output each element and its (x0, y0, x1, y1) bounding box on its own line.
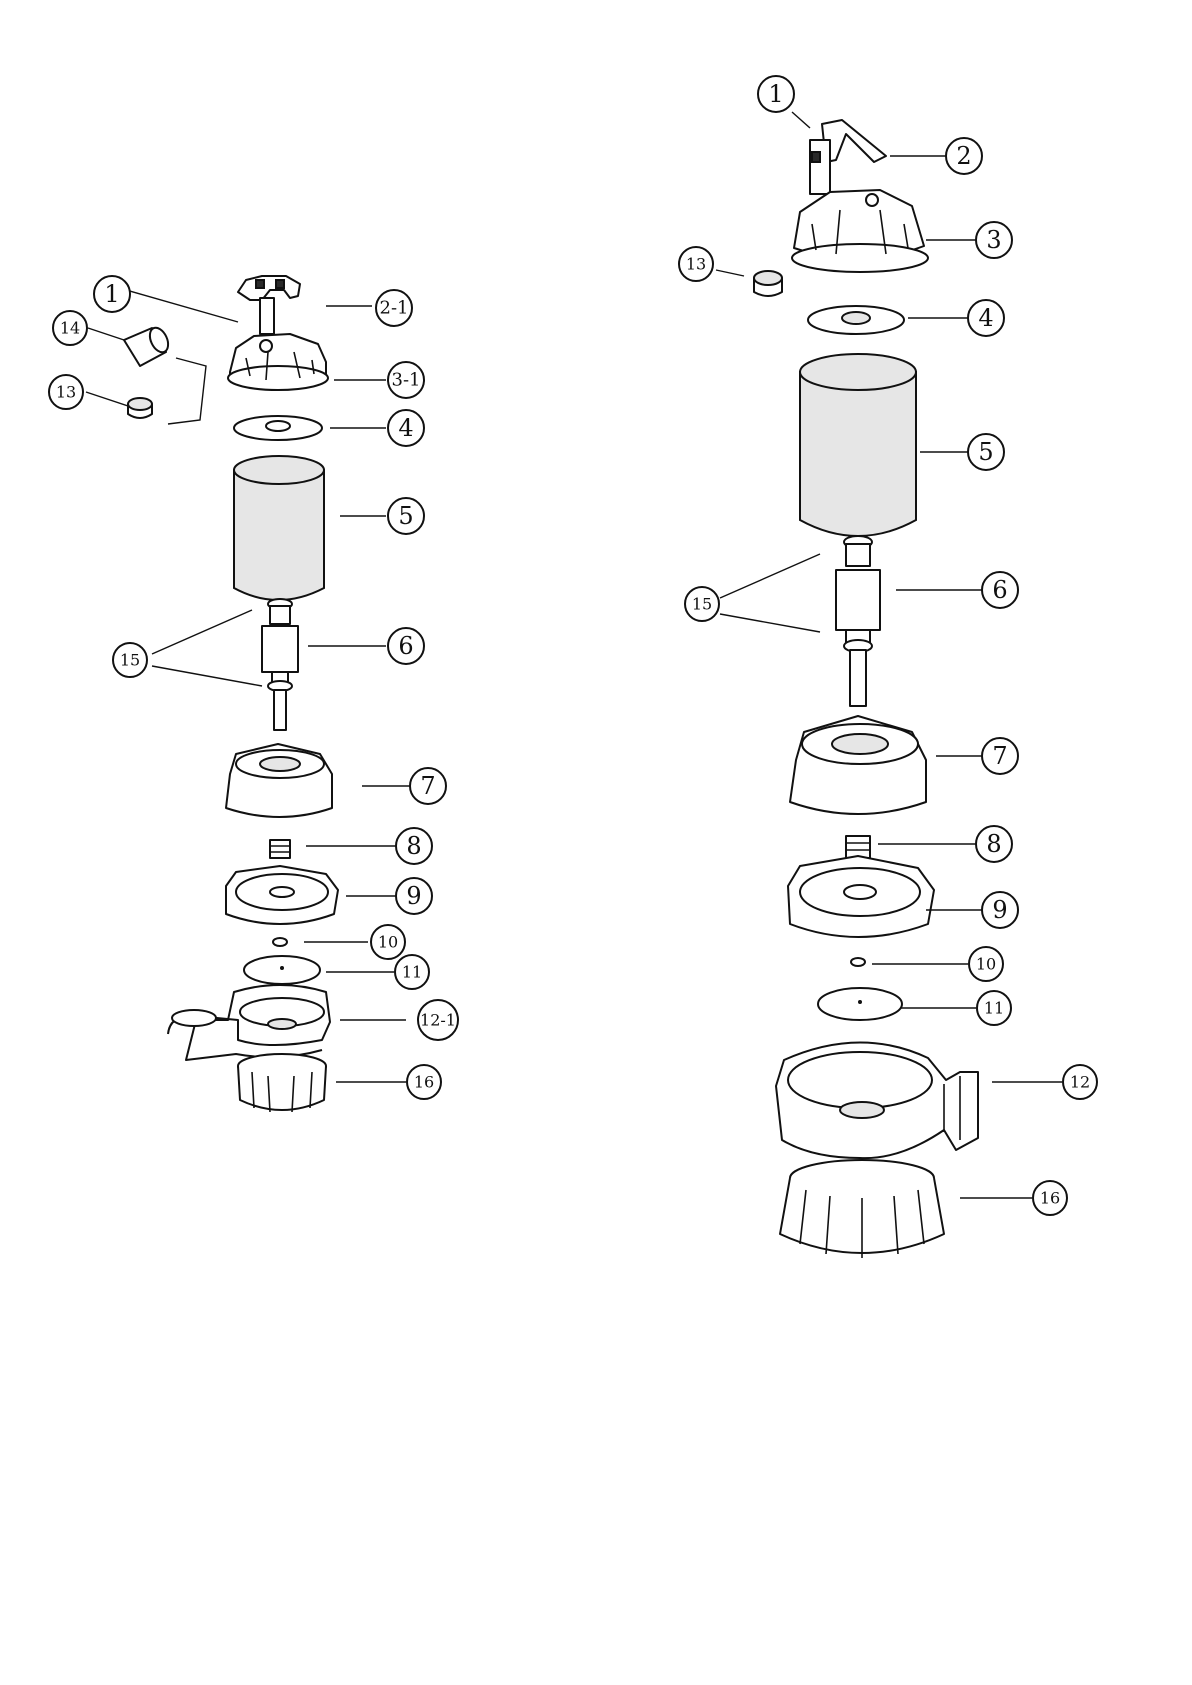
callout-label: 10 (976, 955, 996, 974)
right-part-handle (810, 120, 886, 194)
left-part-plug (128, 398, 152, 418)
right-part-strainer (780, 1160, 944, 1258)
left-part-motor-flange (226, 744, 332, 817)
left-callout-9: 9 (396, 878, 432, 914)
right-callout-5: 5 (968, 434, 1004, 470)
right-part-seal-plate (788, 856, 934, 937)
callout-label: 1 (768, 80, 783, 108)
right-callout-3: 3 (976, 222, 1012, 258)
callout-label: 13 (56, 383, 76, 402)
left-callout-15: 15 (113, 643, 147, 677)
left-assembly (124, 276, 338, 1112)
leader-lines (86, 112, 1062, 1198)
left-callout-6: 6 (388, 628, 424, 664)
left-callout-11: 11 (395, 955, 429, 989)
right-part-rotor (836, 536, 880, 706)
left-part-seal (270, 840, 290, 858)
callout-label: 4 (398, 414, 413, 442)
right-callout-7: 7 (982, 738, 1018, 774)
left-callout-5: 5 (388, 498, 424, 534)
callout-label: 7 (992, 742, 1007, 770)
left-callout-10: 10 (371, 925, 405, 959)
callout-label: 15 (692, 595, 712, 614)
right-part-bearing-plate (808, 306, 904, 334)
callout-label: 16 (414, 1073, 434, 1092)
left-part-seal-plate (226, 866, 338, 924)
callout-label: 6 (398, 632, 413, 660)
right-part-stator (800, 354, 916, 536)
right-callout-1: 1 (758, 76, 794, 112)
left-callout-14: 14 (53, 311, 87, 345)
callout-label: 15 (120, 651, 140, 670)
callout-label: 10 (378, 933, 398, 952)
right-part-nut (851, 958, 865, 966)
callout-label: 12-1 (420, 1011, 456, 1030)
right-part-seal (846, 836, 870, 858)
callout-label: 3-1 (392, 370, 421, 391)
left-callout-4: 4 (388, 410, 424, 446)
left-part-strainer (238, 1054, 326, 1112)
right-callout-9: 9 (982, 892, 1018, 928)
left-callout-7: 7 (410, 768, 446, 804)
right-callout-6: 6 (982, 572, 1018, 608)
right-callout-2: 2 (946, 138, 982, 174)
callout-label: 4 (978, 304, 993, 332)
left-callout-16: 16 (407, 1065, 441, 1099)
right-callout-15: 15 (685, 587, 719, 621)
right-part-plug (754, 271, 782, 296)
left-part-impeller (244, 956, 320, 984)
left-callout-1: 1 (94, 276, 130, 312)
callout-label: 13 (686, 255, 706, 274)
callout-label: 3 (986, 226, 1001, 254)
callout-label: 14 (60, 319, 80, 338)
callout-label: 2 (956, 142, 971, 170)
callout-label: 7 (420, 772, 435, 800)
left-callout-12-1: 12-1 (418, 1000, 458, 1040)
callout-label: 16 (1040, 1189, 1060, 1208)
left-callout-8: 8 (396, 828, 432, 864)
left-part-bearing-plate (234, 416, 322, 440)
left-part-top-cover (228, 334, 328, 390)
callout-label: 12 (1070, 1073, 1090, 1092)
left-callout-3-1: 3-1 (388, 362, 424, 398)
left-callout-13: 13 (49, 375, 83, 409)
right-callout-10: 10 (969, 947, 1003, 981)
left-part-handle (238, 276, 300, 334)
callout-label: 5 (978, 438, 993, 466)
callout-label: 9 (992, 896, 1007, 924)
left-part-nut (273, 938, 287, 946)
right-part-impeller (818, 988, 902, 1020)
right-callout-12: 12 (1063, 1065, 1097, 1099)
left-part-volute (168, 985, 330, 1060)
callout-label: 11 (984, 999, 1004, 1018)
callout-label: 6 (992, 576, 1007, 604)
right-callout-13: 13 (679, 247, 713, 281)
left-part-rotor (262, 599, 298, 730)
callout-label: 8 (406, 832, 421, 860)
callout-label: 1 (104, 280, 119, 308)
left-part-sleeve (124, 325, 172, 366)
callout-label: 2-1 (380, 298, 409, 319)
right-callout-8: 8 (976, 826, 1012, 862)
right-part-volute (776, 1042, 978, 1158)
right-part-top-cover (792, 190, 928, 272)
right-callout-4: 4 (968, 300, 1004, 336)
left-callout-2-1: 2-1 (376, 290, 412, 326)
callout-label: 9 (406, 882, 421, 910)
left-part-stator (234, 456, 324, 600)
right-callout-16: 16 (1033, 1181, 1067, 1215)
right-assembly (754, 120, 978, 1258)
right-callout-11: 11 (977, 991, 1011, 1025)
callout-label: 8 (986, 830, 1001, 858)
callout-label: 11 (402, 963, 422, 982)
callout-label: 5 (398, 502, 413, 530)
right-part-motor-flange (790, 716, 926, 814)
